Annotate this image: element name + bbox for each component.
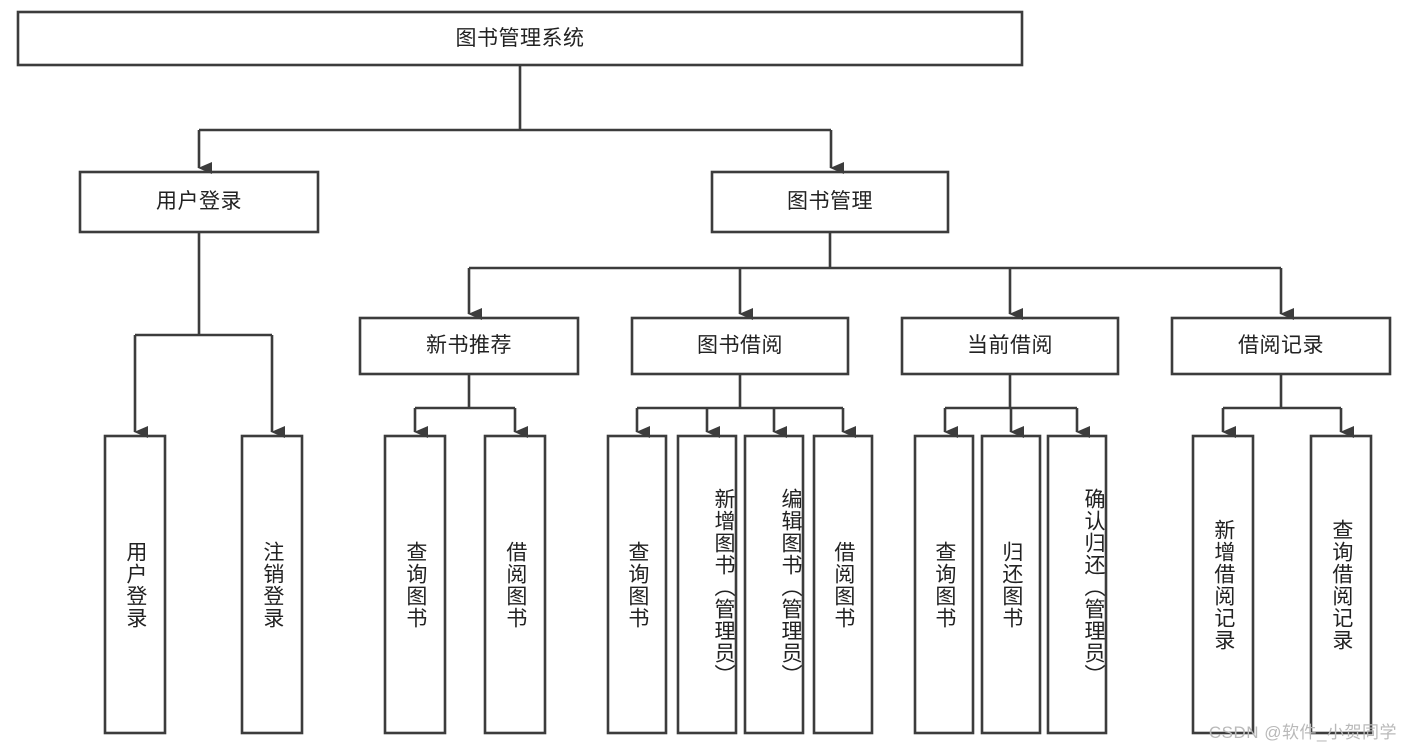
node-book-management[interactable] — [710, 170, 950, 234]
leaf-user-login[interactable] — [103, 434, 167, 735]
leaf-return-books[interactable] — [980, 434, 1042, 735]
leaf-query-books-recommend[interactable] — [383, 434, 447, 735]
leaf-add-borrow-record[interactable] — [1191, 434, 1255, 735]
leaf-logout-login[interactable] — [240, 434, 304, 735]
node-root-book-management-system[interactable] — [16, 10, 1024, 67]
leaf-borrow-books[interactable] — [812, 434, 874, 735]
leaf-edit-book-admin[interactable] — [743, 434, 805, 735]
node-book-borrow[interactable] — [630, 316, 850, 376]
leaf-confirm-return-admin[interactable] — [1046, 434, 1108, 735]
node-user-login[interactable] — [78, 170, 320, 234]
node-new-book-recommend[interactable] — [358, 316, 580, 376]
leaf-borrow-books-recommend[interactable] — [483, 434, 547, 735]
node-borrow-records[interactable] — [1170, 316, 1392, 376]
leaf-query-books-borrow[interactable] — [606, 434, 668, 735]
leaf-query-borrow-record[interactable] — [1309, 434, 1373, 735]
leaf-query-books-current[interactable] — [913, 434, 975, 735]
leaf-add-book-admin[interactable] — [676, 434, 738, 735]
node-current-borrow[interactable] — [900, 316, 1120, 376]
